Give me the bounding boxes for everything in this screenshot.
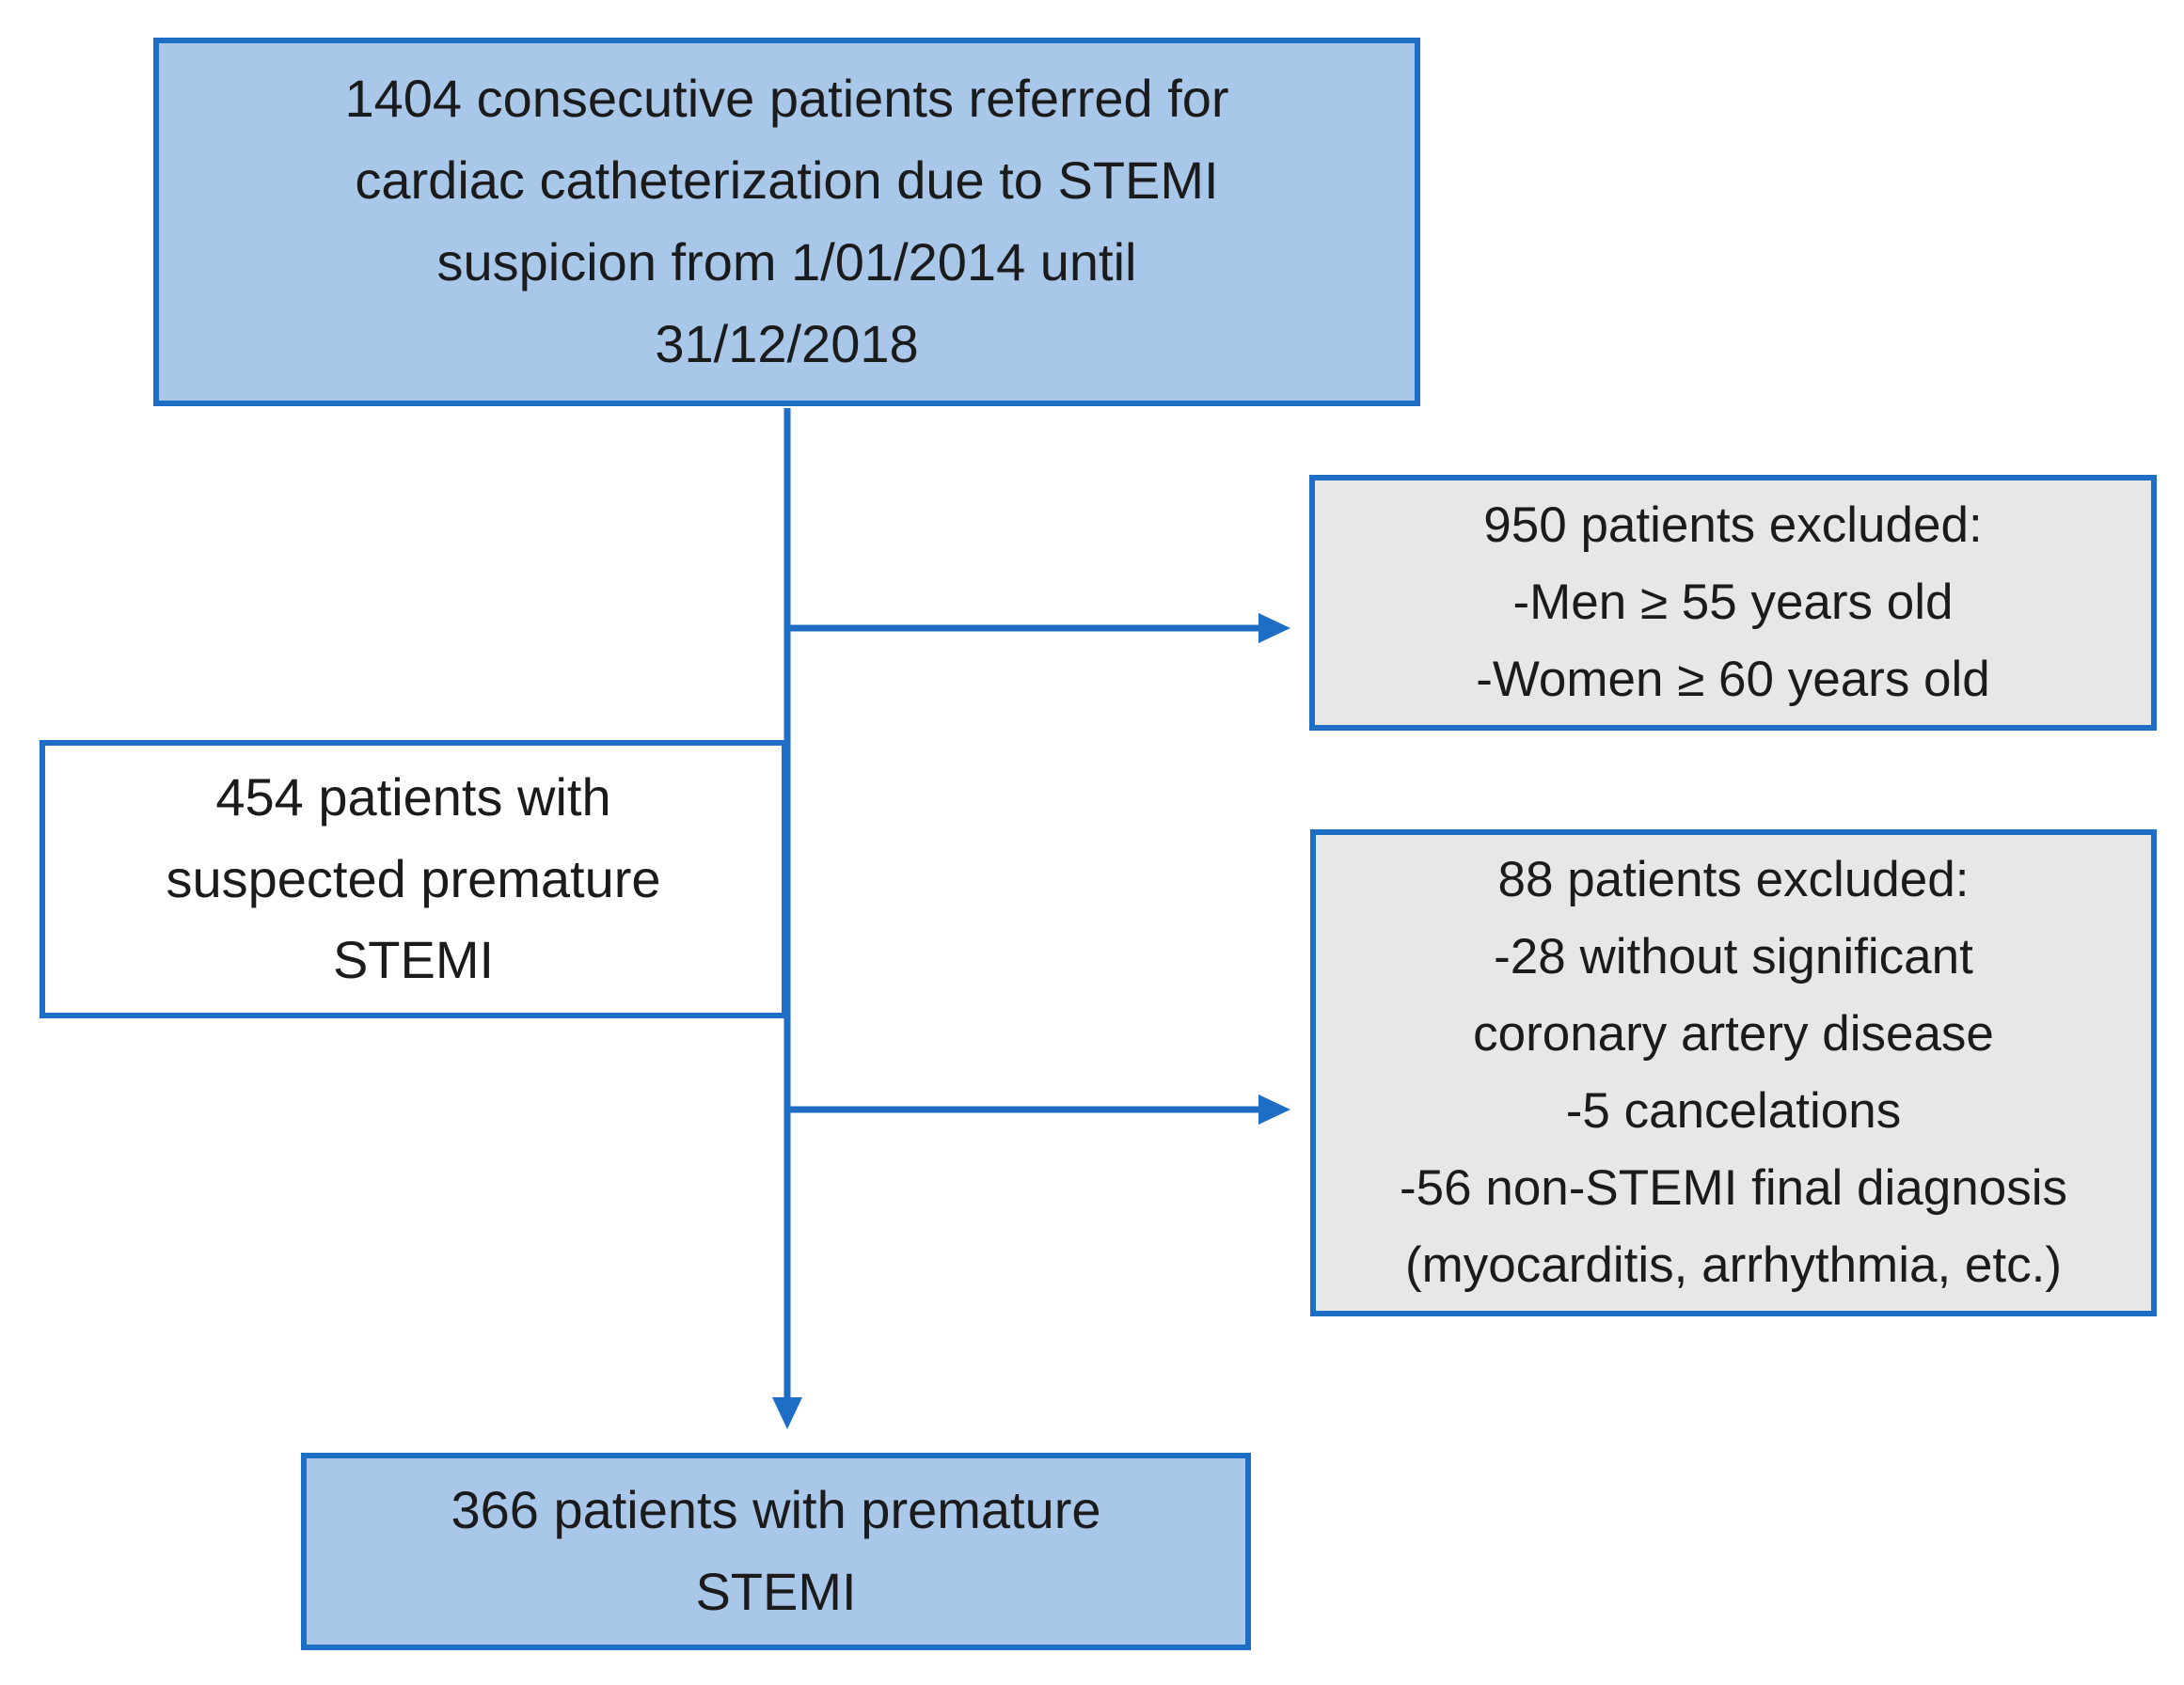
box-text-line: 454 patients with [215,766,611,827]
box-text-line: -Women ≥ 60 years old [1476,652,1990,708]
flow-box-excluded-age: 950 patients excluded: -Men ≥ 55 years o… [1309,475,2157,731]
box-text-line: 366 patients with premature [451,1480,1101,1540]
box-text-line: STEMI [332,930,495,990]
box-text-line: coronary artery disease [1473,1005,1994,1062]
box-text-line: 950 patients excluded: [1483,496,1983,553]
arrowhead-down-icon [772,1397,802,1429]
arrowhead-right-icon [1258,613,1290,643]
box-text-line: -Men ≥ 55 years old [1512,574,1954,630]
flow-box-excluded-clinical: 88 patients excluded: -28 without signif… [1310,829,2157,1316]
box-text-line: cardiac catheterization due to STEMI [355,150,1219,211]
box-text-line: (myocarditis, arrhythmia, etc.) [1405,1237,2062,1294]
box-text-line: suspicion from 1/01/2014 until [436,232,1137,291]
box-text-line: suspected premature [166,848,661,908]
box-text-line: STEMI [695,1562,857,1621]
flow-box-final-cohort: 366 patients with premature STEMI [301,1453,1251,1650]
flow-box-initial-cohort: 1404 consecutive patients referred for c… [153,38,1420,406]
flow-box-suspected-premature-stemi: 454 patients with suspected premature ST… [40,740,787,1018]
box-text-line: -5 cancelations [1565,1083,1902,1139]
box-text-line: 31/12/2018 [655,313,919,373]
box-text-line: -56 non-STEMI final diagnosis [1400,1160,2067,1217]
box-text-line: -28 without significant [1494,928,1973,984]
box-text-line: 1404 consecutive patients referred for [344,69,1229,129]
arrowhead-right-icon [1258,1094,1290,1125]
box-text-line: 88 patients excluded: [1497,851,1970,907]
